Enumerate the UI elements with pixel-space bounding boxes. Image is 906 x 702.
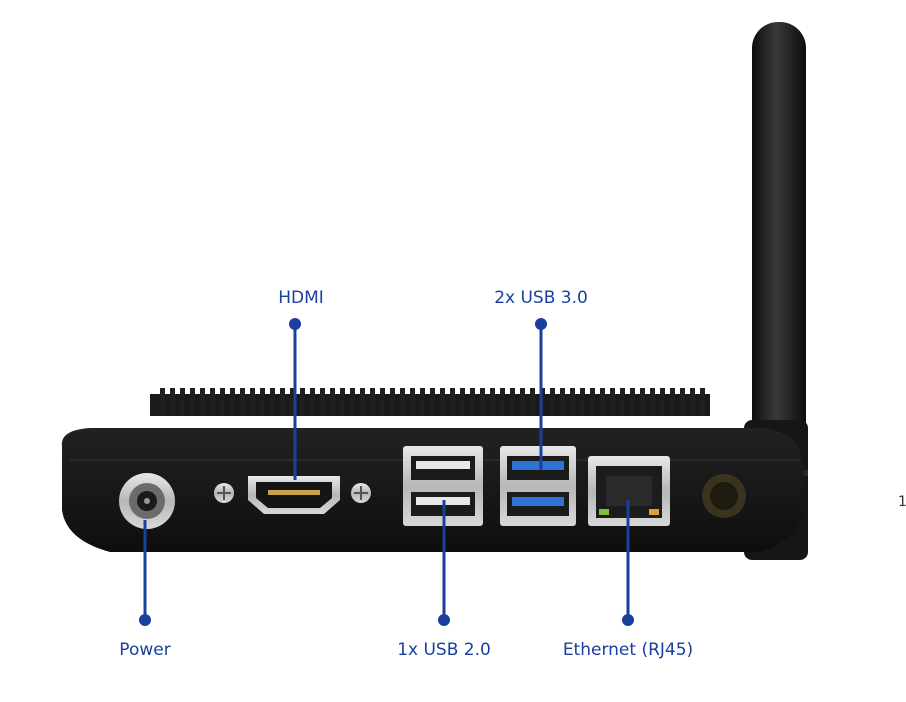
usb2-port-stack [403,446,483,526]
heatsink-fin [600,388,605,416]
label-usb2: 1x USB 2.0 [397,640,491,660]
heatsink-fins [150,388,710,416]
heatsink-fin [500,388,505,416]
heatsink-fin [490,388,495,416]
label-ethernet: Ethernet (RJ45) [562,640,694,660]
heatsink-fin [370,388,375,416]
heatsink-fin [430,388,435,416]
heatsink-fin [460,388,465,416]
heatsink-fin [410,388,415,416]
leader-usb2 [438,500,450,626]
heatsink-fin [360,388,365,416]
power-jack [119,473,175,529]
heatsink-fin [630,388,635,416]
heatsink-fin [260,388,265,416]
heatsink-fin [270,388,275,416]
heatsink-fin [670,388,675,416]
heatsink-fin [470,388,475,416]
heatsink-fin [210,388,215,416]
heatsink-fin [340,388,345,416]
heatsink-fin [300,388,305,416]
heatsink-fin [390,388,395,416]
heatsink-fin [190,388,195,416]
label-hdmi: HDMI [278,288,324,308]
antenna-connector [702,474,746,518]
heatsink-fin [650,388,655,416]
heatsink-fin [560,388,565,416]
leader-power [139,520,151,626]
edge-text: 1 [898,494,906,510]
heatsink-fin [590,388,595,416]
leader-ethernet [622,500,634,626]
leader-hdmi [289,318,301,480]
heatsink-fin [660,388,665,416]
heatsink-fin [350,388,355,416]
heatsink-fin [290,388,295,416]
heatsink-fin [610,388,615,416]
heatsink-fin [160,388,165,416]
heatsink-fin [310,388,315,416]
heatsink-fin [480,388,485,416]
heatsink-fin [420,388,425,416]
heatsink-fin [570,388,575,416]
heatsink-fin [450,388,455,416]
label-power: Power [119,640,171,660]
heatsink-fin [230,388,235,416]
label-usb3: 2x USB 3.0 [494,288,588,308]
leader-lines [139,318,634,626]
heatsink-fin [220,388,225,416]
heatsink-fin [640,388,645,416]
heatsink-fin [550,388,555,416]
heatsink-fin [690,388,695,416]
heatsink-fin [620,388,625,416]
screw-right [351,483,371,503]
heatsink-fin [320,388,325,416]
screw-left [214,483,234,503]
heatsink-fin [400,388,405,416]
heatsink-fin [180,388,185,416]
heatsink-fin [170,388,175,416]
heatsink-fin [440,388,445,416]
heatsink-fin [280,388,285,416]
heatsink-fin [580,388,585,416]
heatsink-fin [680,388,685,416]
heatsink-fin [200,388,205,416]
leader-usb3 [535,318,547,470]
usb3-port-stack [500,446,576,526]
heatsink-fin [510,388,515,416]
heatsink-fin [700,388,705,416]
hdmi-port [248,476,340,514]
heatsink-fin [530,388,535,416]
heatsink-fin [240,388,245,416]
heatsink-fin [330,388,335,416]
heatsink-fin [380,388,385,416]
heatsink-fin [250,388,255,416]
heatsink-fin [520,388,525,416]
